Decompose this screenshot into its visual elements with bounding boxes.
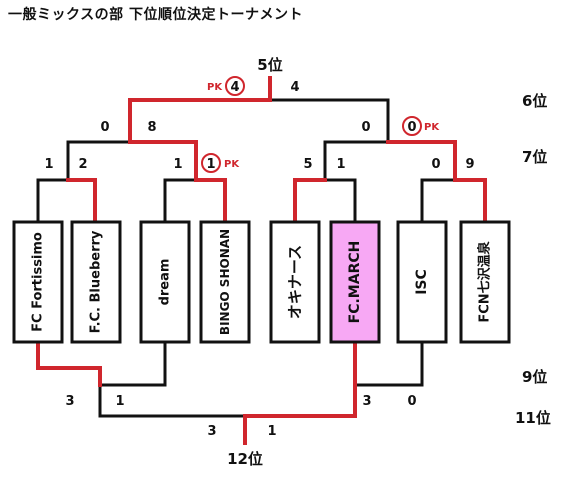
pk-circle — [225, 76, 245, 96]
score: 3 — [362, 394, 371, 409]
bracket-line — [323, 140, 390, 182]
score: 1 — [44, 157, 53, 172]
rank-eleventh: 11位 — [515, 409, 551, 427]
team-names: FC Fortissimo F.C. Blueberry dream BINGO… — [31, 229, 493, 335]
bracket-line — [420, 178, 457, 224]
page-title: 一般ミックスの部 下位順位決定トーナメント — [8, 7, 303, 23]
score: 3 — [207, 424, 216, 439]
team-name: FCN七沢温泉 — [477, 240, 493, 322]
bracket-line — [98, 383, 247, 418]
win-path — [36, 340, 102, 387]
score: 0 — [431, 157, 440, 172]
bracket-line — [323, 178, 357, 224]
rank-sixth: 6位 — [522, 92, 547, 110]
team-box-isc — [396, 220, 448, 344]
score: 0 — [100, 120, 109, 135]
score: 1 — [173, 157, 182, 172]
score: 0 — [361, 120, 370, 135]
score: 3 — [65, 394, 74, 409]
score: 1 — [267, 424, 276, 439]
team-name: FC.MARCH — [347, 241, 363, 324]
bracket-line — [268, 98, 390, 144]
bracket-line — [353, 340, 424, 387]
team-box-blueberry — [70, 220, 122, 344]
team-box-fcn — [459, 220, 511, 344]
win-path — [194, 178, 227, 224]
score: 2 — [78, 157, 87, 172]
score: 1 — [206, 157, 215, 172]
pk-label: PK — [224, 159, 240, 170]
team-box-fortissimo — [12, 220, 64, 344]
rank-twelfth: 12位 — [227, 450, 263, 468]
score: 1 — [336, 157, 345, 172]
pk-circle — [201, 153, 221, 173]
team-name: FC Fortissimo — [31, 232, 46, 332]
score: 8 — [147, 120, 156, 135]
rank-fifth: 5位 — [257, 56, 282, 74]
win-path — [128, 140, 198, 182]
score: 5 — [303, 157, 312, 172]
pk-label: PK — [424, 122, 440, 133]
win-path — [66, 178, 97, 224]
bracket-line — [36, 178, 70, 224]
score: 0 — [407, 120, 416, 135]
bracket-line — [98, 340, 167, 387]
team-box-dream — [139, 220, 191, 344]
win-path — [243, 383, 357, 445]
team-box-march — [329, 220, 381, 344]
pk-label: PK — [207, 82, 223, 93]
team-name: BINGO SHONAN — [218, 229, 232, 335]
team-name: ISC — [414, 269, 430, 295]
team-box-bingo — [199, 220, 251, 344]
win-path — [293, 178, 327, 224]
bracket-lines — [36, 98, 457, 418]
bracket-line — [163, 178, 198, 224]
rank-seventh: 7位 — [522, 148, 547, 166]
pk-circle — [402, 116, 422, 136]
win-path — [453, 178, 487, 224]
team-name: dream — [158, 259, 173, 306]
score: 4 — [230, 80, 239, 95]
score: 1 — [115, 394, 124, 409]
scores: 4 PK 4 0 8 0 0 PK 1 2 1 1 PK 5 1 0 9 3 1… — [44, 76, 475, 439]
score: 9 — [465, 157, 474, 172]
win-path — [386, 140, 457, 182]
win-path — [128, 76, 272, 144]
rank-labels: 5位 6位 7位 9位 11位 12位 — [227, 56, 551, 468]
team-name: F.C. Blueberry — [89, 230, 104, 333]
bracket-line — [66, 140, 132, 182]
team-boxes — [12, 220, 511, 344]
score: 0 — [407, 394, 416, 409]
team-box-okinaasu — [269, 220, 321, 344]
rank-ninth: 9位 — [522, 368, 547, 386]
score: 4 — [290, 80, 299, 95]
team-name: オキナース — [286, 245, 304, 319]
winning-paths — [36, 76, 487, 445]
